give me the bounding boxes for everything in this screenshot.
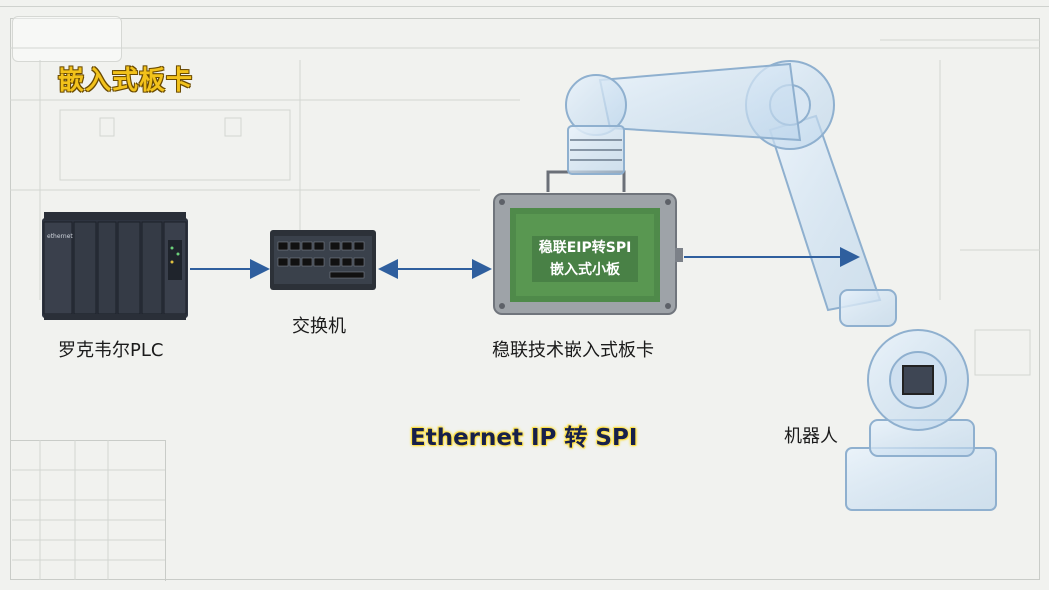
embedded-board-device: 稳联EIP转SPI 嵌入式小板 (493, 170, 683, 315)
connection-arrows (190, 247, 860, 279)
board-label: 稳联技术嵌入式板卡 (492, 340, 654, 361)
page-title: 嵌入式板卡 (58, 66, 194, 96)
robot-label: 机器人 (784, 426, 838, 447)
plc-device: ethernet (42, 212, 188, 320)
drawing-frame (10, 18, 1040, 580)
blueprint-lines (10, 39, 1040, 580)
board-screen-line1: 稳联EIP转SPI (539, 239, 632, 256)
title-block-table (10, 440, 166, 581)
board-screen-line2: 嵌入式小板 (550, 261, 621, 278)
plc-label: 罗克韦尔PLC (58, 340, 164, 361)
plc-brand-text: ethernet (47, 233, 73, 240)
sheet-top-rule (0, 6, 1049, 7)
title-block-box (12, 16, 122, 62)
switch-device (270, 230, 376, 290)
protocol-banner: Ethernet IP 转 SPI (410, 425, 638, 451)
switch-label: 交换机 (292, 316, 346, 337)
